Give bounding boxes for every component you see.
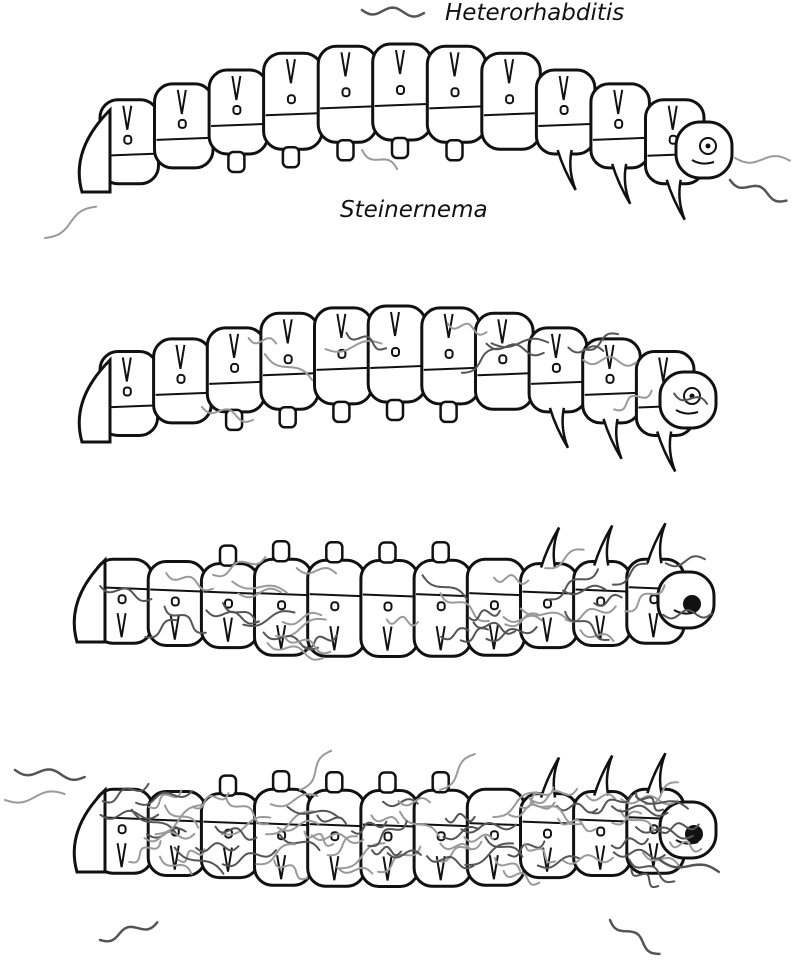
nematode [100,922,157,941]
proleg [220,546,236,566]
proleg [387,400,403,420]
proleg [326,542,342,562]
proleg [273,771,289,791]
nematode [730,180,786,202]
nematode [610,920,660,954]
thoracic-leg [558,150,576,190]
thoracic-leg [647,753,665,793]
thoracic-leg [594,756,612,796]
thoracic-leg [667,180,685,220]
thoracic-leg [612,164,630,204]
tail-segment [79,360,110,442]
proleg [433,542,449,562]
thoracic-leg [550,408,568,448]
proleg [228,152,244,172]
tail-segment [74,560,105,642]
tail-segment [79,110,110,192]
nematode [45,207,96,238]
proleg [338,140,354,160]
thoracic-leg [657,431,675,471]
larva-panel-4 [5,751,719,954]
proleg [273,541,289,561]
thoracic-leg [594,526,612,566]
proleg [380,773,396,793]
steinernema-label: Steinernema [340,197,488,223]
nematode [5,791,65,802]
nematode [362,8,424,17]
pupil [706,144,711,149]
thoracic-leg [604,419,622,459]
proleg [441,402,457,422]
heterorhabditis-label: Heterorhabditis [445,0,624,26]
larva-panel-3 [74,523,714,659]
larva-panel-2 [79,306,716,471]
proleg [326,772,342,792]
thoracic-leg [541,528,559,568]
proleg [333,402,349,422]
nematode [735,156,790,163]
proleg [447,140,463,160]
tail-segment [74,790,105,872]
nematode [15,770,85,780]
proleg [280,407,296,427]
thoracic-leg [647,523,665,563]
proleg [283,147,299,167]
proleg [392,138,408,158]
proleg [380,543,396,563]
head [676,122,732,178]
